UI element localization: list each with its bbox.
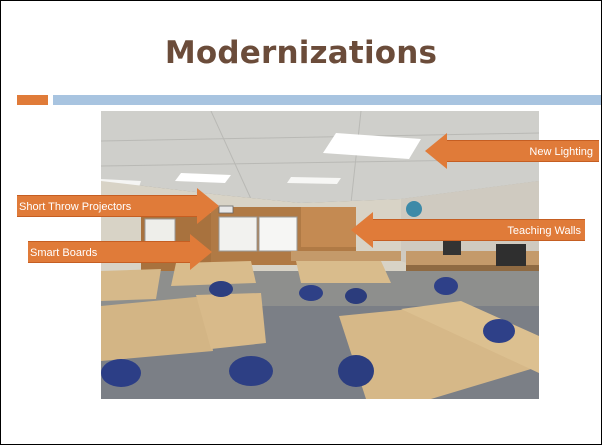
callout-label: Smart Boards	[30, 247, 98, 259]
slide-title: Modernizations	[164, 35, 438, 71]
arrow-left-icon	[351, 212, 373, 248]
ceiling-light	[175, 173, 231, 183]
ceiling-light	[323, 133, 421, 159]
arrow-left-icon	[425, 133, 447, 169]
ceiling-light	[287, 177, 341, 184]
callout-label: Short Throw Projectors	[19, 201, 132, 213]
callout-teaching-walls: Teaching Walls	[351, 212, 585, 248]
callout-smart-boards: Smart Boards	[28, 234, 212, 270]
arrow-right-icon	[190, 234, 212, 270]
title-rule-accent	[17, 95, 48, 105]
callout-label: Teaching Walls	[507, 225, 581, 237]
arrow-right-icon	[197, 188, 219, 224]
callout-label: New Lighting	[529, 146, 593, 158]
title-rule-bar	[53, 95, 601, 105]
callout-new-lighting: New Lighting	[425, 133, 599, 169]
callout-short-throw-projectors: Short Throw Projectors	[17, 188, 219, 224]
